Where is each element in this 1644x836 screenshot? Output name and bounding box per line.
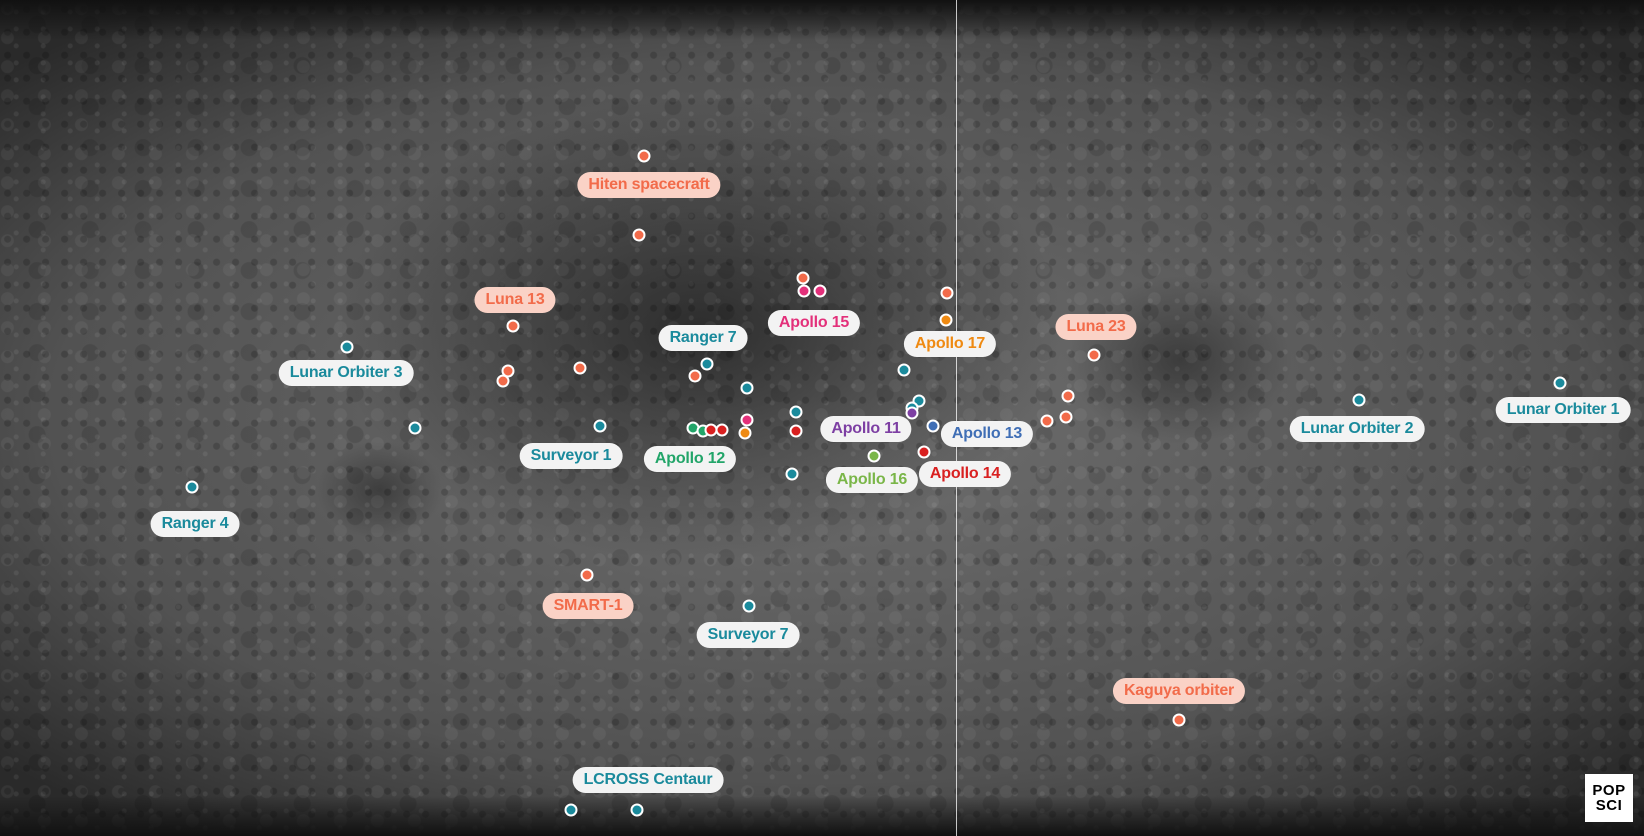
site-dot-surveyor1[interactable] [593, 419, 607, 433]
site-dot-salmon-503-381[interactable] [496, 374, 510, 388]
label-lcross-centaur[interactable]: LCROSS Centaur [572, 767, 724, 793]
label-apollo-15[interactable]: Apollo 15 [767, 310, 861, 336]
site-dot-salmon-580-368[interactable] [573, 361, 587, 375]
site-dot-apollo16[interactable] [867, 449, 881, 463]
site-dot-apollo14[interactable] [917, 445, 931, 459]
map-bottom-edge [0, 796, 1644, 836]
label-apollo-12[interactable]: Apollo 12 [643, 446, 737, 472]
popsci-logo: POP SCI [1585, 774, 1633, 822]
label-hiten-spacecraft[interactable]: Hiten spacecraft [577, 172, 721, 198]
site-dot-salmon-947-293[interactable] [940, 286, 954, 300]
site-dot-ranger4[interactable] [185, 480, 199, 494]
site-dot-teal-415-428[interactable] [408, 421, 422, 435]
site-dot-lunar-orbiter-1[interactable] [1553, 376, 1567, 390]
site-dot-salmon-1066-417[interactable] [1059, 410, 1073, 424]
site-dot-teal-747-388[interactable] [740, 381, 754, 395]
label-apollo-14[interactable]: Apollo 14 [918, 461, 1012, 487]
label-surveyor-1[interactable]: Surveyor 1 [519, 443, 623, 469]
label-apollo-17[interactable]: Apollo 17 [903, 331, 997, 357]
label-lunar-orbiter-3[interactable]: Lunar Orbiter 3 [278, 360, 414, 386]
site-dot-pink-747-420[interactable] [740, 413, 754, 427]
label-lunar-orbiter-2[interactable]: Lunar Orbiter 2 [1289, 416, 1425, 442]
site-dot-salmon-695-376[interactable] [688, 369, 702, 383]
label-apollo-11[interactable]: Apollo 11 [820, 416, 912, 442]
label-luna-13[interactable]: Luna 13 [474, 287, 556, 313]
site-dot-red-796-431[interactable] [789, 424, 803, 438]
logo-line-2: SCI [1595, 797, 1623, 814]
label-smart-1[interactable]: SMART-1 [542, 593, 634, 619]
site-dot-luna23[interactable] [1087, 348, 1101, 362]
site-dot-hiten-1[interactable] [637, 149, 651, 163]
site-dot-lunar-orbiter-3[interactable] [340, 340, 354, 354]
site-dot-kaguya[interactable] [1172, 713, 1186, 727]
label-ranger-4[interactable]: Ranger 4 [150, 511, 240, 537]
site-dot-salmon-1047-421[interactable] [1040, 414, 1054, 428]
site-dot-red-722-430[interactable] [715, 423, 729, 437]
site-dot-orange-745-433[interactable] [738, 426, 752, 440]
label-apollo-13[interactable]: Apollo 13 [940, 421, 1034, 447]
label-kaguya-orbiter[interactable]: Kaguya orbiter [1112, 678, 1246, 704]
site-dot-lcross-b[interactable] [630, 803, 644, 817]
logo-line-1: POP [1592, 782, 1626, 799]
site-dot-apollo15-a[interactable] [797, 284, 811, 298]
site-dot-apollo11[interactable] [905, 406, 919, 420]
site-dot-apollo13[interactable] [926, 419, 940, 433]
label-lunar-orbiter-1[interactable]: Lunar Orbiter 1 [1495, 397, 1631, 423]
site-dot-lcross-a[interactable] [564, 803, 578, 817]
site-dot-salmon-803-278[interactable] [796, 271, 810, 285]
site-dot-luna13[interactable] [506, 319, 520, 333]
site-dot-surveyor7[interactable] [742, 599, 756, 613]
site-dot-apollo15-b[interactable] [813, 284, 827, 298]
label-surveyor-7[interactable]: Surveyor 7 [696, 622, 800, 648]
site-dot-teal-904-370[interactable] [897, 363, 911, 377]
site-dot-salmon-1068-396[interactable] [1061, 389, 1075, 403]
site-dot-teal-796-412[interactable] [789, 405, 803, 419]
site-dot-apollo17[interactable] [939, 313, 953, 327]
map-top-edge [0, 0, 1644, 40]
site-dot-hiten-2[interactable] [632, 228, 646, 242]
label-ranger-7[interactable]: Ranger 7 [658, 325, 748, 351]
label-luna-23[interactable]: Luna 23 [1055, 314, 1137, 340]
prime-meridian-line [956, 0, 957, 836]
site-dot-lunar-orbiter-2[interactable] [1352, 393, 1366, 407]
label-apollo-16[interactable]: Apollo 16 [825, 467, 919, 493]
site-dot-smart1[interactable] [580, 568, 594, 582]
site-dot-teal-792-474[interactable] [785, 467, 799, 481]
site-dot-ranger7[interactable] [700, 357, 714, 371]
